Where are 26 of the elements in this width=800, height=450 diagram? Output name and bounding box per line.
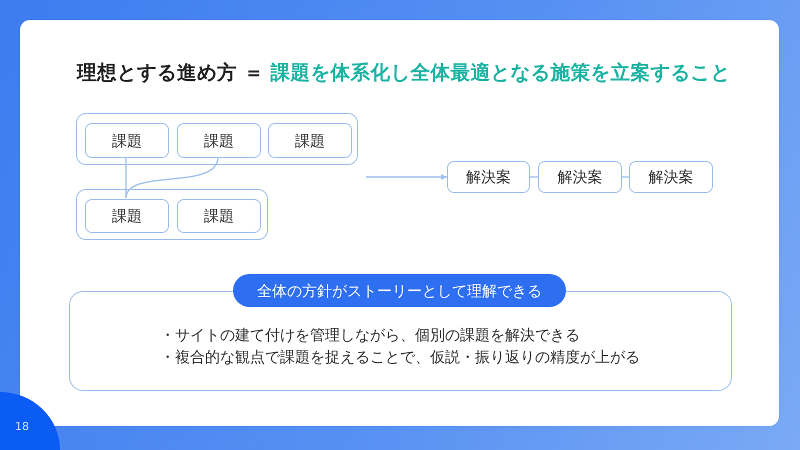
box-label: 解決案 — [558, 168, 602, 186]
rounded-box — [85, 199, 169, 233]
rounded-box — [447, 161, 530, 193]
arrow — [366, 174, 447, 180]
bullet-text: ・複合的な観点で課題を捉えることで、仮説・振り返りの精度が上がる — [160, 348, 640, 366]
pill-label: 全体の方針がストーリーとして理解できる — [257, 282, 542, 300]
rounded-box — [85, 123, 169, 158]
bullet-text: ・サイトの建て付けを管理しながら、個別の課題を解決できる — [160, 326, 580, 344]
rounded-box — [177, 199, 261, 233]
group-frame — [76, 113, 358, 165]
box-label: 解決案 — [466, 168, 511, 186]
box-label: 課題 — [204, 207, 234, 225]
box-label: 課題 — [112, 132, 142, 150]
group-frame — [76, 189, 268, 240]
rounded-box — [629, 161, 713, 193]
rounded-box — [538, 161, 622, 193]
box-label: 課題 — [204, 132, 234, 150]
page-number: 18 — [15, 420, 29, 434]
box-label: 課題 — [112, 207, 142, 225]
slide-title: 理想とする進め方 ＝ 課題を体系化し全体最適となる施策を立案すること — [77, 60, 731, 86]
heading-pill — [233, 274, 566, 307]
connector-line — [125, 156, 219, 198]
box-label: 解決案 — [648, 168, 694, 186]
rounded-box — [268, 123, 352, 158]
box-label: 課題 — [295, 132, 325, 150]
rounded-box — [177, 123, 261, 158]
